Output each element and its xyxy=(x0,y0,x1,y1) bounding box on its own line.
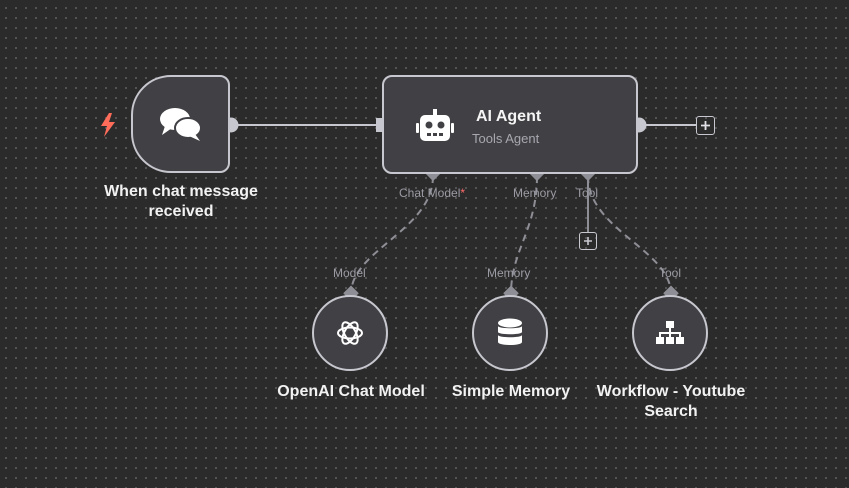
agent-input-handle[interactable] xyxy=(376,118,384,132)
workflow-label-line2: Search xyxy=(644,403,698,420)
chat-model-port-text: Chat Model xyxy=(399,186,461,200)
openai-chat-model-node[interactable] xyxy=(312,295,388,371)
tool-input-label: Tool xyxy=(659,266,682,280)
sitemap-icon xyxy=(656,321,684,344)
trigger-node[interactable] xyxy=(131,75,230,173)
plus-icon xyxy=(701,121,710,130)
model-connection[interactable] xyxy=(350,175,434,295)
lightning-bolt-icon xyxy=(101,113,115,137)
add-tool-button[interactable] xyxy=(579,232,597,250)
chat-bubbles-icon xyxy=(159,108,202,141)
trigger-node-label: When chat message received xyxy=(96,182,266,222)
workflow-youtube-search-node[interactable] xyxy=(632,295,708,371)
simple-memory-label: Simple Memory xyxy=(431,382,591,402)
add-next-node-button[interactable] xyxy=(696,116,715,135)
tool-port-label: Tool xyxy=(576,186,599,200)
robot-icon xyxy=(416,109,454,141)
openai-chat-model-label: OpenAI Chat Model xyxy=(266,382,436,402)
tool-connection[interactable] xyxy=(587,175,672,295)
agent-subtitle: Tools Agent xyxy=(472,131,540,146)
model-input-label: Model xyxy=(333,266,366,280)
required-marker: * xyxy=(460,186,466,200)
plus-icon xyxy=(584,237,592,245)
memory-input-label: Memory xyxy=(487,266,531,280)
openai-label-line1: OpenAI Chat Model xyxy=(277,383,425,400)
openai-logo-icon xyxy=(337,321,363,345)
simple-memory-node[interactable] xyxy=(472,295,548,371)
memory-connection[interactable] xyxy=(510,175,538,295)
chat-model-port-label: Chat Model* xyxy=(399,186,465,200)
trigger-label-line1: When chat message xyxy=(104,183,258,200)
ai-agent-node[interactable]: AI Agent Tools Agent xyxy=(382,75,638,174)
memory-port-label: Memory xyxy=(513,186,557,200)
memory-label-line1: Simple Memory xyxy=(451,383,571,400)
workflow-youtube-search-label: Workflow - Youtube Search xyxy=(586,382,756,422)
agent-title: AI Agent xyxy=(476,108,542,125)
workflow-label-line1: Workflow - Youtube xyxy=(596,383,746,400)
database-icon xyxy=(498,318,522,345)
trigger-label-line2: received xyxy=(148,203,214,220)
